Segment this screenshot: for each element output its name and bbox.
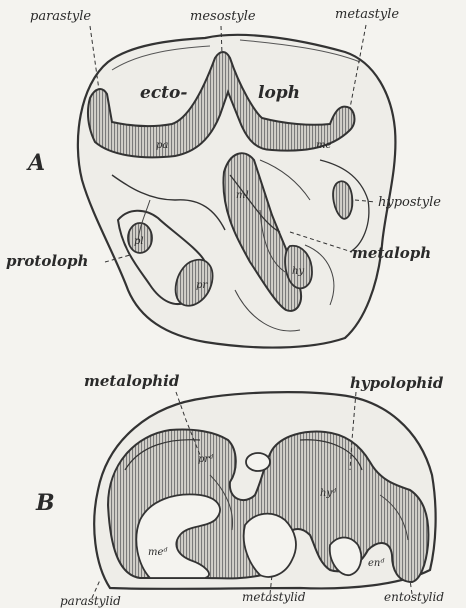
label-hy: hy [292,266,304,277]
label-metaloph: metaloph [352,244,431,262]
figure-letter-b: B [35,490,55,516]
label-mesostyle: mesostyle [190,9,256,24]
label-parastylid: parastylid [60,594,121,608]
label-end: enᵈ [368,558,384,569]
label-ml: ml [236,190,249,201]
enamel-island [246,453,270,471]
label-metastylid: metastylid [242,590,306,604]
label-loph: loph [258,83,300,103]
label-me: me [316,140,331,151]
label-hyd: hyᵈ [320,488,336,499]
label-pl: pl [134,236,144,247]
label-metastyle: metastyle [335,7,399,22]
label-hypostyle: hypostyle [378,195,441,210]
label-parastyle: parastyle [30,9,91,24]
label-pr: pr [196,280,208,291]
label-pa: pa [156,140,168,151]
label-med: meᵈ [148,547,167,558]
figure-b: metalophid hypolophid prᵈ hyᵈ meᵈ enᵈ pa… [35,372,444,608]
figure-letter-a: A [26,150,45,176]
label-entostylid: entostylid [384,590,444,604]
label-ecto: ecto- [140,83,187,103]
label-protoloph: protoloph [6,252,88,270]
figure-a: parastyle mesostyle metastyle ecto- loph… [6,7,441,348]
label-metalophid: metalophid [84,372,180,390]
label-prd: prᵈ [198,454,213,465]
label-hypolophid: hypolophid [350,374,444,392]
